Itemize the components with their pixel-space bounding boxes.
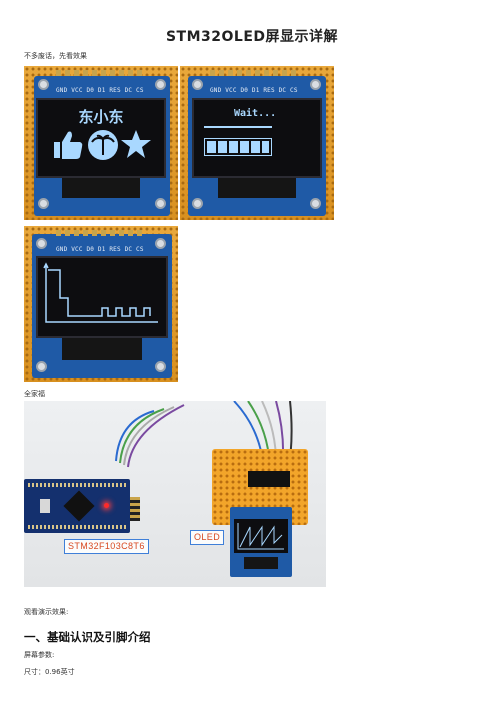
stm32-board [24,479,130,533]
section-heading: 一、基础认识及引脚介绍 [24,630,151,644]
stm32-label: STM32F103C8T6 [64,539,149,554]
oled-progress-bar [204,138,272,156]
palm-tree-icon [88,130,118,160]
oled-label: OLED [190,530,225,545]
photo-oled-waveform: GND VCC D0 D1 RES DC CS [24,226,178,382]
pin-labels: GND VCC D0 D1 RES DC CS [56,87,144,94]
oled-waveform [43,262,158,323]
oled-line [204,126,272,128]
oled-text-chinese: 东小东 [78,108,124,126]
page-title: STM32OLED屏显示详解 [165,29,339,45]
caption-family: 全家福 [24,390,45,398]
oled-module [230,507,292,577]
size-line: 尺寸：0.96英寸 [24,668,75,676]
photo-oled-wait: GND VCC D0 D1 RES DC CS Wait... [180,66,334,220]
pin-labels: GND VCC D0 D1 RES DC CS [210,87,298,94]
thumbs-up-icon [54,131,83,159]
photo-oled-icons: GND VCC D0 D1 RES DC CS 东小东 [24,66,178,220]
oled-text-wait: Wait... [234,108,277,119]
star-icon [121,130,151,158]
caption-demo: 观看演示效果: [24,608,69,616]
pin-labels: GND VCC D0 D1 RES DC CS [56,246,144,253]
photo-family: STM32F103C8T6 OLED [24,401,326,587]
screen-params-label: 屏幕参数: [24,651,55,659]
intro-text: 不多废话，先看效果 [24,52,87,60]
